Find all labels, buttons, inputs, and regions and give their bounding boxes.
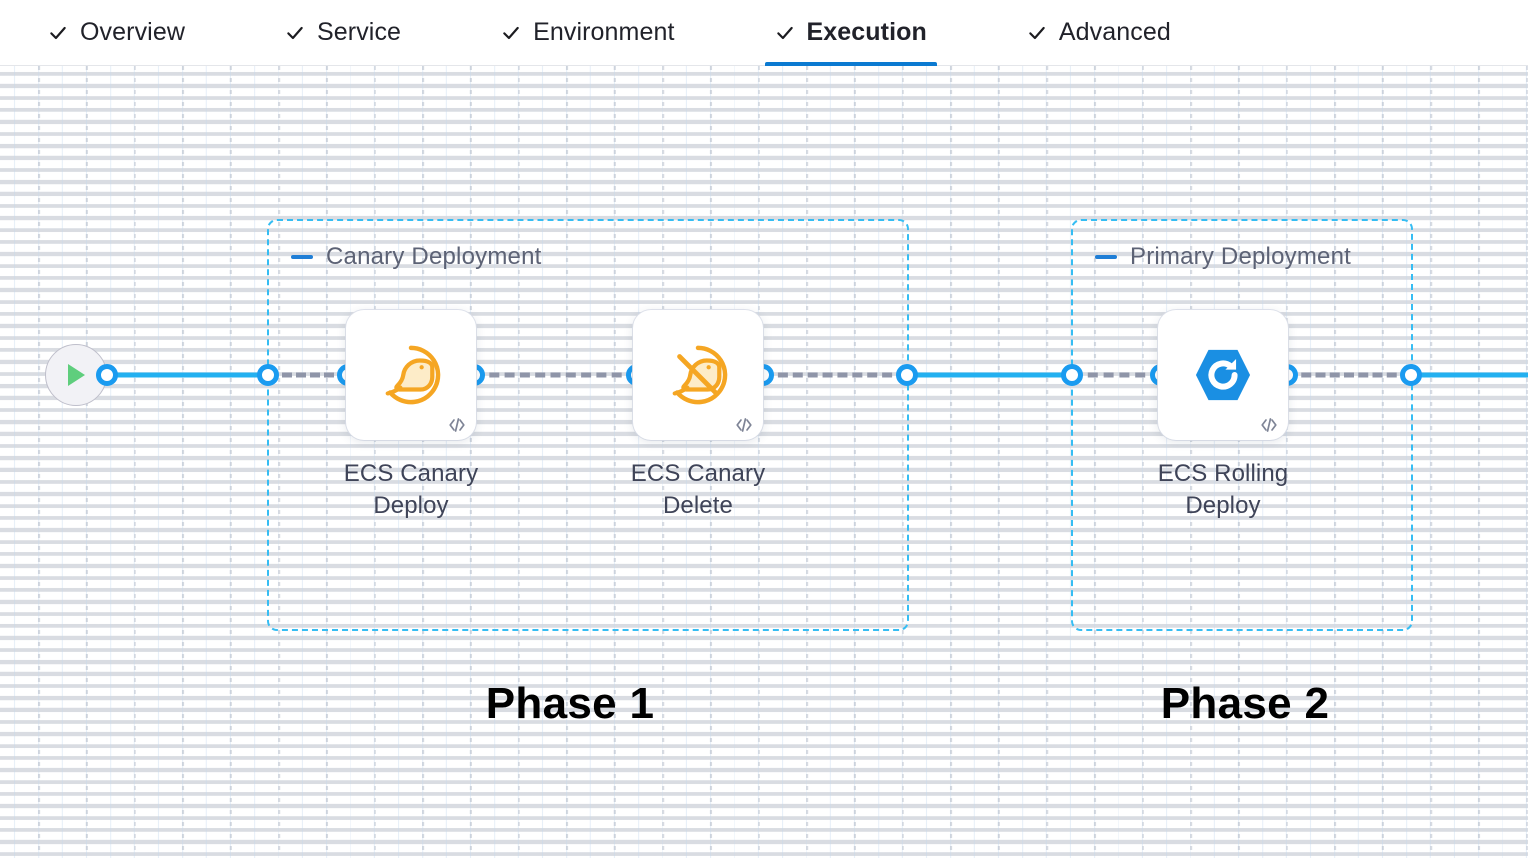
- step-node-ecs-rolling-deploy[interactable]: [1158, 310, 1288, 440]
- annotation-phase-1: Phase 1: [485, 679, 655, 728]
- check-icon: [775, 23, 795, 43]
- tab-environment[interactable]: Environment: [491, 0, 684, 66]
- step-nodes-layer: ECS Canary Deploy ECS Canary Delete ECS Ro…: [0, 66, 1528, 858]
- edge-connector: [107, 372, 268, 378]
- edge-connector: [1072, 372, 1161, 378]
- edge-connector: [1411, 372, 1528, 378]
- canary-bird-icon: [346, 310, 476, 440]
- tab-label: Environment: [533, 18, 675, 46]
- stage-group-canary-deployment[interactable]: Canary Deployment: [267, 219, 909, 631]
- tab-label: Execution: [806, 18, 927, 46]
- tab-service[interactable]: Service: [275, 0, 411, 66]
- tab-label: Advanced: [1058, 18, 1171, 46]
- connector-dot[interactable]: [1400, 364, 1422, 386]
- minus-icon[interactable]: [291, 255, 313, 259]
- edge-connector: [1287, 372, 1411, 378]
- tab-label: Service: [317, 18, 402, 46]
- step-node-ecs-canary-deploy[interactable]: [346, 310, 476, 440]
- edge-connector: [474, 372, 637, 378]
- edge-connector: [268, 372, 348, 378]
- annotations-layer: Phase 1 Phase 2: [0, 66, 1528, 858]
- annotation-phase-2: Phase 2: [1160, 679, 1330, 728]
- step-node-ecs-canary-delete[interactable]: [633, 310, 763, 440]
- step-node-label: ECS Rolling Deploy: [1157, 460, 1289, 519]
- minus-icon[interactable]: [1095, 255, 1117, 259]
- check-icon: [1027, 23, 1047, 43]
- tab-execution[interactable]: Execution: [764, 0, 938, 66]
- edge-connector: [763, 372, 907, 378]
- step-node-label: ECS Canary Delete: [630, 460, 766, 519]
- check-icon: [48, 23, 68, 43]
- ecs-rolling-icon: [1158, 310, 1288, 440]
- tab-advanced[interactable]: Advanced: [1017, 0, 1181, 66]
- play-icon: [63, 361, 89, 389]
- edges-layer: [0, 66, 1528, 858]
- stage-group-title: Primary Deployment: [1130, 243, 1351, 270]
- stage-group-primary-deployment[interactable]: Primary Deployment: [1071, 219, 1413, 631]
- stage-group-header: Primary Deployment: [1095, 243, 1351, 271]
- connector-dot[interactable]: [896, 364, 918, 386]
- stage-group-title: Canary Deployment: [326, 243, 542, 270]
- step-node-label: ECS Canary Deploy: [343, 460, 479, 519]
- check-icon: [501, 23, 521, 43]
- connector-dot[interactable]: [1061, 364, 1083, 386]
- check-icon: [285, 23, 305, 43]
- stage-group-header: Canary Deployment: [291, 243, 542, 271]
- stage-groups-layer: Canary Deployment Primary Deployment: [0, 66, 1528, 858]
- tab-overview[interactable]: Overview: [38, 0, 195, 66]
- pipeline-tab-bar: Overview Service Environment Execution Advan…: [0, 0, 1528, 66]
- pipeline-canvas[interactable]: Canary Deployment Primary Deployment ECS …: [0, 66, 1528, 858]
- canary-bird-delete-icon: [633, 310, 763, 440]
- tab-label: Overview: [80, 18, 185, 46]
- connector-dot[interactable]: [96, 364, 118, 386]
- edge-connector: [907, 372, 1072, 378]
- connector-dot[interactable]: [257, 364, 279, 386]
